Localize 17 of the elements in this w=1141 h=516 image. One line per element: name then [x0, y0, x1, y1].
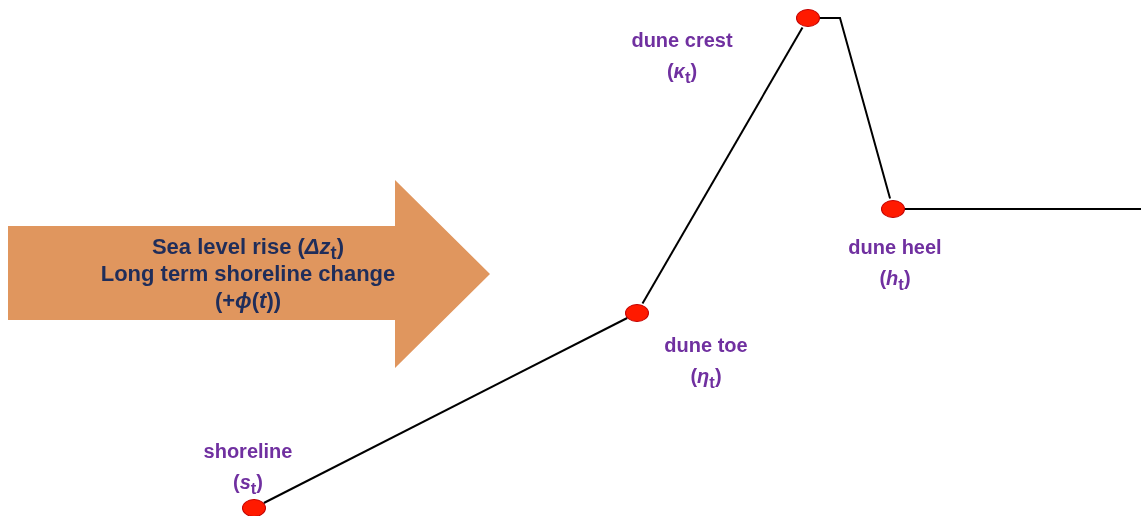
- profile-point-marker: [625, 304, 649, 322]
- profile-point-marker: [242, 499, 266, 516]
- profile-line: [903, 208, 1141, 210]
- point-label: (η$_{t}$): [690, 365, 722, 393]
- profile-point-marker: [881, 200, 905, 218]
- profile-line: [262, 317, 629, 504]
- point-label: dune crest: [631, 29, 733, 52]
- point-label: dune heel: [848, 236, 942, 259]
- point-label: shoreline: [203, 440, 293, 463]
- point-label: (h$_{t}$): [879, 267, 911, 295]
- profile-point-marker: [796, 9, 820, 27]
- point-label: (κ$_{t}$): [666, 60, 698, 88]
- profile-line: [641, 26, 804, 305]
- point-label: dune toe: [664, 334, 748, 357]
- point-label: (s$_{t}$): [233, 471, 263, 499]
- arrow-text: (+ϕ(t)): [213, 287, 283, 314]
- profile-line: [818, 17, 892, 200]
